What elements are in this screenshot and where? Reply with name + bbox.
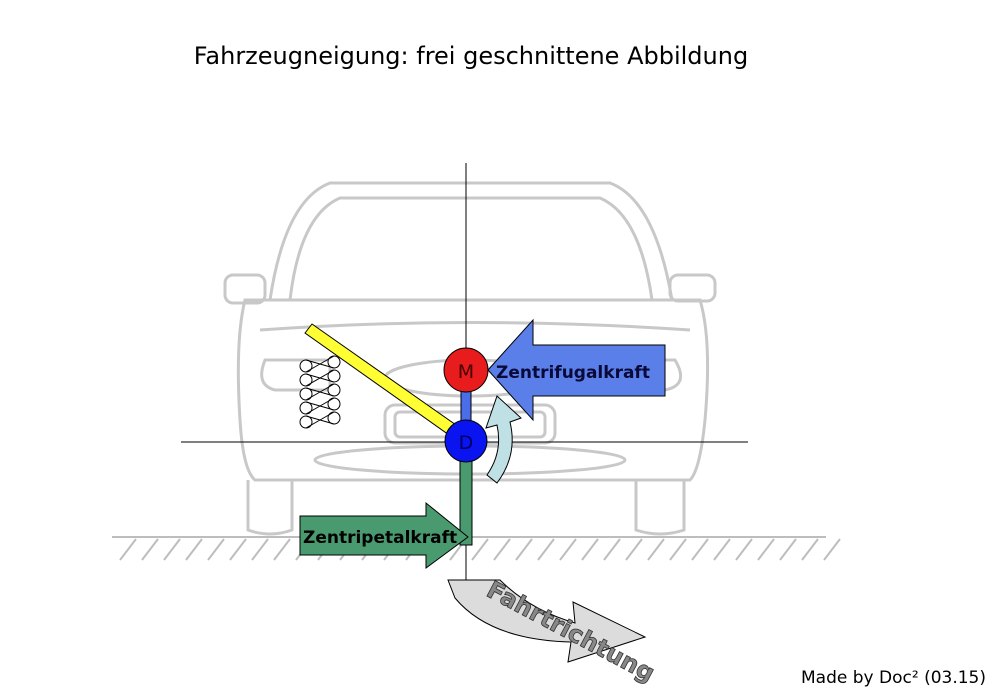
- ground-hatch: [559, 538, 577, 561]
- pivot-point: [444, 419, 488, 463]
- ground-hatch: [779, 538, 797, 561]
- rotation-arrow: [485, 395, 522, 484]
- ground-hatch: [713, 538, 731, 561]
- spring-wire: [305, 387, 335, 397]
- spring-coil: [299, 373, 313, 387]
- spring-coil: [299, 359, 313, 373]
- spring-coil: [327, 355, 341, 369]
- spring-wire: [305, 415, 335, 425]
- spring-coil: [327, 397, 341, 411]
- ground-hatch: [669, 538, 687, 561]
- spring-wire: [305, 373, 335, 383]
- car-outline: [223, 181, 717, 536]
- ground-hatch: [515, 538, 533, 561]
- ground-hatch: [537, 538, 555, 561]
- ground-hatch: [273, 538, 291, 561]
- ground-hatch: [185, 538, 203, 561]
- spring-coil: [327, 411, 341, 425]
- ground-hatch: [625, 538, 643, 561]
- diagram-title: Fahrzeugneigung: frei geschnittene Abbil…: [193, 42, 749, 70]
- ground-hatch: [691, 538, 709, 561]
- mass-point: [443, 347, 489, 393]
- ground-hatch: [757, 538, 775, 561]
- spring-coil: [299, 415, 313, 429]
- ground-hatch: [229, 538, 247, 561]
- credit-text: Made by Doc² (03.15): [801, 668, 986, 688]
- ground-hatch: [735, 538, 753, 561]
- ground-hatch: [581, 538, 599, 561]
- ground-hatch: [207, 538, 225, 561]
- spring-coil: [299, 387, 313, 401]
- direction-arrow: [447, 579, 647, 663]
- spring-coil: [299, 401, 313, 415]
- ground-hatch: [141, 538, 159, 561]
- ground-hatch: [801, 538, 819, 561]
- ground-hatch: [493, 538, 511, 561]
- centrifugal-force-arrow: [487, 318, 666, 422]
- spring-wire: [305, 401, 335, 411]
- ground-hatch: [471, 538, 489, 561]
- centripetal-force-arrow: [299, 501, 469, 569]
- ground-hatch: [119, 538, 137, 561]
- ground-hatch: [823, 538, 841, 561]
- ground: [112, 536, 841, 561]
- centripetal-force-label: Zentripetalkraft: [303, 528, 457, 548]
- ground-hatch: [163, 538, 181, 561]
- ground-hatch: [603, 538, 621, 561]
- spring-coil: [327, 383, 341, 397]
- ground-hatch: [251, 538, 269, 561]
- spring-wire: [305, 359, 335, 369]
- mass-point-label: M: [458, 361, 474, 383]
- spring-coil: [327, 369, 341, 383]
- spring-icon: [299, 355, 341, 429]
- mass-rod: [460, 387, 472, 423]
- pivot-point-label: D: [459, 432, 474, 454]
- ground-hatch: [647, 538, 665, 561]
- centrifugal-force-label: Zentrifugalkraft: [496, 363, 650, 383]
